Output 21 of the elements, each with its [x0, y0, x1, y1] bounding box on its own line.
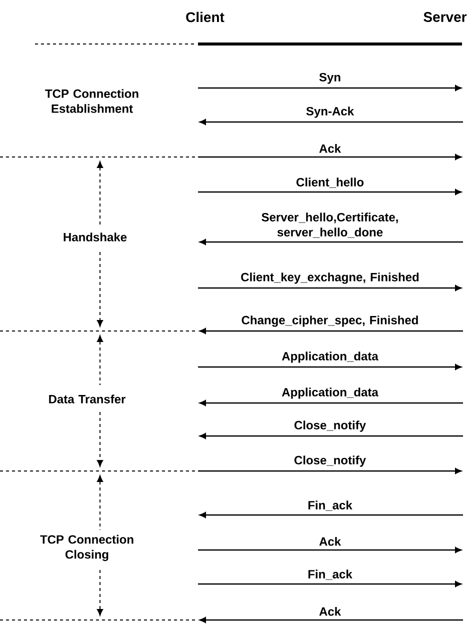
- message-label: Ack: [319, 144, 341, 153]
- message-label: Application_data: [282, 388, 378, 399]
- message-label: Ack: [319, 537, 341, 546]
- message-label: Syn-Ack: [306, 106, 354, 118]
- message-label: Close_notify: [294, 456, 366, 467]
- column-header: Client: [186, 12, 224, 22]
- message-label: Application_data: [282, 352, 378, 363]
- message-label: Syn: [319, 72, 340, 84]
- message-label: Ack: [319, 607, 341, 616]
- message-label: Client_key_exchagne, Finished: [241, 272, 419, 284]
- phase-label: Data Transfer: [49, 394, 126, 404]
- phase-label: TCP Connection Closing: [40, 534, 134, 562]
- message-label: Server_hello,Certificate, server_hello_done: [262, 212, 398, 238]
- message-label: Client_hello: [296, 178, 364, 188]
- message-label: Change_cipher_spec, Finished: [242, 316, 418, 327]
- phase-label: TCP Connection Establishment: [45, 89, 138, 113]
- message-label: Fin_ack: [308, 500, 352, 511]
- column-header: Server: [424, 12, 467, 22]
- phase-label: Handshake: [64, 232, 127, 242]
- message-label: Close_notify: [294, 420, 366, 432]
- message-label: Fin_ack: [308, 570, 352, 580]
